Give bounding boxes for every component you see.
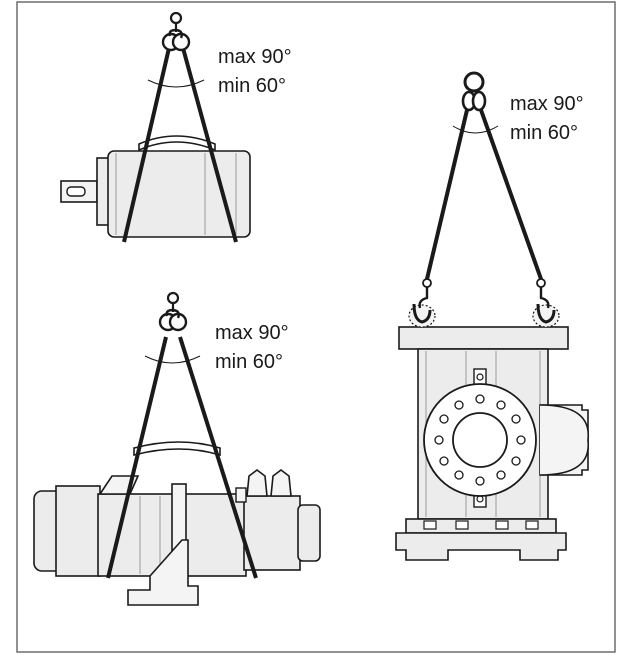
base-frame [395,532,567,561]
top-plate [398,326,569,350]
angle-min-label: min 60° [215,351,283,373]
angle-max-label: max 90° [218,46,292,68]
sling-strap [138,135,216,152]
pump-foot [127,539,199,606]
sling-leg [425,109,469,280]
lifting-eye [408,278,436,328]
frame-border [16,1,616,653]
angle-min-label: min 60° [510,122,578,144]
angle-arc [144,355,201,364]
sling-leg [122,47,171,243]
angle-max-label: max 90° [215,322,289,344]
motor-horizontal: max 90° min 60° [60,11,292,243]
angle-arc [147,79,205,88]
sling-leg [479,109,543,280]
crane-hook [161,11,191,52]
angle-min-label: min 60° [218,75,286,97]
angle-arc [452,125,499,134]
crane-hook [158,291,188,332]
lifting-eye [532,278,560,328]
sling-leg [181,47,238,243]
sling-strap [133,441,221,457]
sling-leg [178,336,258,579]
motor-body [107,150,251,238]
angle-max-label: max 90° [510,93,584,115]
pump-vertical: max 90° min 60° [395,71,589,561]
pump-horizontal: max 90° min 60° [33,291,321,606]
bolt-holes [434,394,526,486]
sling-leg [106,336,168,579]
lifting-ring [461,71,487,112]
shaft-key [66,186,86,197]
